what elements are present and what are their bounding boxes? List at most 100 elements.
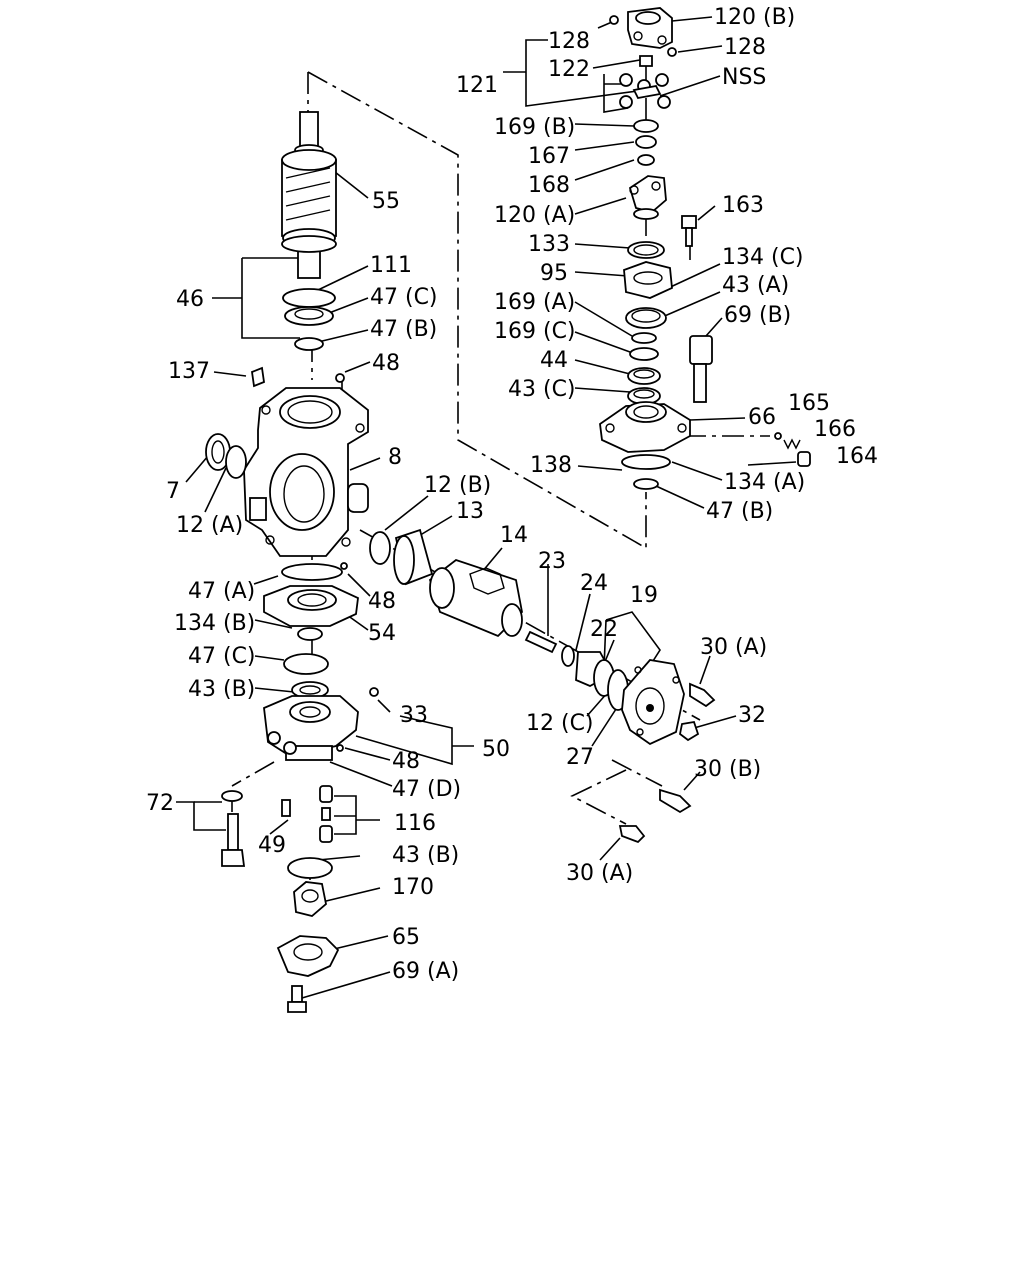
- callout-134b: 134 (B): [174, 611, 255, 636]
- callout-133: 133: [528, 232, 570, 257]
- callout-138: 138: [530, 453, 572, 478]
- part-163-bolt: [681, 215, 697, 247]
- callout-47c-lower: 47 (C): [188, 644, 256, 669]
- callout-14: 14: [500, 523, 528, 548]
- part-14-sector-shaft: [428, 558, 523, 638]
- callout-164: 164: [836, 444, 878, 469]
- part-116-pistons: [319, 785, 333, 843]
- callout-8: 8: [388, 445, 402, 470]
- callout-33: 33: [400, 703, 428, 728]
- callout-43b-upper: 43 (B): [188, 677, 255, 702]
- callout-47b-right: 47 (B): [706, 499, 773, 524]
- callout-134a: 134 (A): [724, 470, 805, 495]
- part-170-nut: [293, 881, 327, 917]
- callout-54: 54: [368, 621, 396, 646]
- callout-nss: NSS: [722, 65, 766, 90]
- callout-48-middle: 48: [368, 589, 396, 614]
- part-8-main-housing: [243, 387, 369, 557]
- callout-27: 27: [566, 745, 594, 770]
- part-95-plate: [623, 261, 673, 299]
- callout-165: 165: [788, 391, 830, 416]
- callout-128-left: 128: [548, 29, 590, 54]
- part-66-housing-cap: [599, 401, 691, 453]
- callout-95: 95: [540, 261, 568, 286]
- callout-120a: 120 (A): [494, 203, 575, 228]
- callout-66: 66: [748, 405, 776, 430]
- part-120b-valve-cover: [609, 7, 677, 67]
- callout-12c: 12 (C): [526, 711, 594, 736]
- callout-49: 49: [258, 833, 286, 858]
- part-69b-bolt: [689, 335, 713, 403]
- part-47c-seal: [283, 653, 329, 675]
- callout-47d: 47 (D): [392, 777, 461, 802]
- part-72-bolt-washer: [221, 790, 246, 867]
- callout-12b: 12 (B): [424, 473, 491, 498]
- part-50-valve-housing: [263, 687, 379, 761]
- callout-30a-bottom: 30 (A): [566, 861, 633, 886]
- callout-43b-lower: 43 (B): [392, 843, 459, 868]
- callout-44: 44: [540, 348, 568, 373]
- part-13-bearing: [393, 528, 434, 586]
- callout-47a: 47 (A): [188, 579, 255, 604]
- callout-48-lower: 48: [392, 749, 420, 774]
- callout-labels: 120 (B) 128 128 121 122 NSS 169 (B) 167 …: [146, 5, 878, 984]
- callout-121: 121: [456, 73, 498, 98]
- callout-22: 22: [590, 617, 618, 642]
- part-12b-seal: [369, 531, 391, 565]
- callout-32: 32: [738, 703, 766, 728]
- part-54-lower-cover: [263, 585, 359, 641]
- callout-128-right: 128: [724, 35, 766, 60]
- part-32-nut: [679, 720, 700, 742]
- callout-13: 13: [456, 499, 484, 524]
- part-nss-seals: [619, 73, 671, 109]
- callout-169c: 169 (C): [494, 319, 576, 344]
- part-23-adjust-screw: [524, 630, 558, 654]
- part-137-fitting: [251, 366, 265, 388]
- callout-69b: 69 (B): [724, 303, 791, 328]
- part-43b-bearing: [291, 681, 329, 699]
- part-169b-167-168-rings: [633, 119, 659, 166]
- callout-50: 50: [482, 737, 510, 762]
- callout-43a: 43 (A): [722, 273, 789, 298]
- part-43b-seal-lower: [287, 857, 333, 879]
- callout-122: 122: [548, 57, 590, 82]
- part-24-22-nut-bearing: [561, 645, 615, 697]
- part-165-166-164-spring: [774, 432, 811, 467]
- callout-30b: 30 (B): [694, 757, 761, 782]
- callout-19: 19: [630, 583, 658, 608]
- callout-120b: 120 (B): [714, 5, 795, 30]
- callout-24: 24: [580, 571, 608, 596]
- part-49-plug: [281, 799, 291, 817]
- callout-137: 137: [168, 359, 210, 384]
- part-19-side-cover: [607, 659, 685, 746]
- part-30b-bolt: [659, 788, 692, 814]
- part-43a-bearing: [625, 307, 667, 405]
- callout-65: 65: [392, 925, 420, 950]
- callout-169b: 169 (B): [494, 115, 575, 140]
- callout-43c: 43 (C): [508, 377, 576, 402]
- callout-46: 46: [176, 287, 204, 312]
- part-47a-seal: [281, 562, 348, 581]
- callout-48-upper: 48: [372, 351, 400, 376]
- callout-23: 23: [538, 549, 566, 574]
- part-48-ring-a: [335, 373, 345, 383]
- callout-7: 7: [166, 479, 180, 504]
- callout-168: 168: [528, 173, 570, 198]
- part-30a-bolt-bottom: [618, 825, 646, 844]
- part-133-ring: [627, 241, 665, 259]
- callout-30a-top: 30 (A): [700, 635, 767, 660]
- callout-169a: 169 (A): [494, 290, 575, 315]
- part-55-worm-shaft: [281, 111, 337, 279]
- part-120a-valve: [628, 175, 667, 220]
- part-65-cap: [276, 935, 340, 977]
- part-7-12a-seals: [205, 433, 247, 479]
- callout-163: 163: [722, 193, 764, 218]
- callout-167: 167: [528, 144, 570, 169]
- callout-47c-upper: 47 (C): [370, 285, 438, 310]
- callout-69a: 69 (A): [392, 959, 459, 984]
- callout-134c: 134 (C): [722, 245, 804, 270]
- callout-166: 166: [814, 417, 856, 442]
- callout-55: 55: [372, 189, 400, 214]
- callout-116: 116: [394, 811, 436, 836]
